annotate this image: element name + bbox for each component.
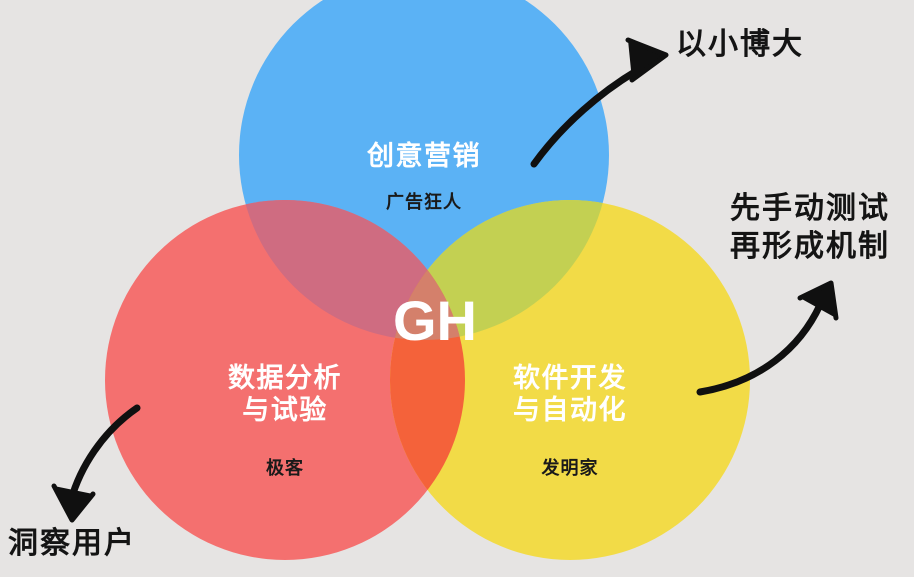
arrow-top-right-icon [530,37,669,168]
overlap-blue-red [239,200,465,340]
overlap-blue-yellow [390,200,609,340]
arrow-mid-right-icon [696,280,839,396]
arrow-bottom-left-icon [51,404,141,523]
